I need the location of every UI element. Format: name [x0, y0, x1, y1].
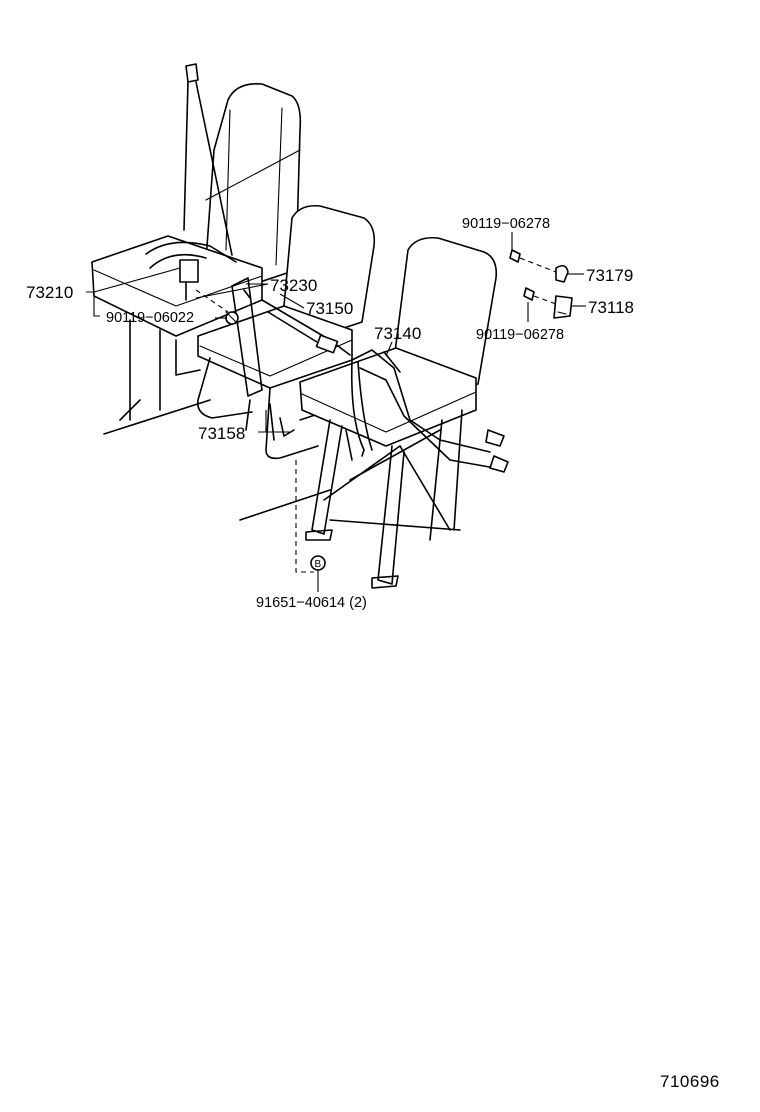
floor-line-left — [103, 399, 211, 435]
label-73150: 73150 — [306, 299, 353, 318]
label-90119-06022: 90119−06022 — [106, 310, 194, 326]
leader-73140 — [385, 341, 393, 357]
label-73118: 73118 — [588, 298, 634, 317]
seat-middle — [196, 204, 376, 460]
bracket-73179-icon — [555, 264, 569, 283]
seat-belts — [145, 63, 509, 473]
hardware-group-right — [509, 249, 573, 319]
bracket-73118-icon — [553, 295, 573, 319]
label-73158: 73158 — [198, 424, 245, 443]
seat-right — [299, 236, 498, 589]
dashed-leader-91651 — [295, 460, 314, 573]
figure-id: 710696 — [660, 1072, 720, 1091]
label-73230: 73230 — [270, 276, 317, 295]
marker-b-label: B — [315, 559, 322, 570]
bolt-top-icon — [509, 249, 521, 263]
marker-b-icon: B — [310, 555, 326, 571]
leader-73210 — [86, 291, 100, 317]
label-73179: 73179 — [586, 266, 633, 285]
seat-left — [91, 83, 302, 421]
label-91651-40614: 91651−40614 (2) — [256, 595, 367, 611]
label-90119-06278-top: 90119−06278 — [462, 216, 550, 232]
floor-line-right — [239, 489, 331, 521]
label-73140: 73140 — [374, 324, 421, 343]
label-73210: 73210 — [26, 283, 73, 302]
bolt-bottom-icon — [523, 287, 535, 301]
label-90119-06278-bot: 90119−06278 — [476, 327, 564, 343]
leader-73150 — [279, 293, 305, 309]
leader-73158 — [258, 410, 267, 433]
